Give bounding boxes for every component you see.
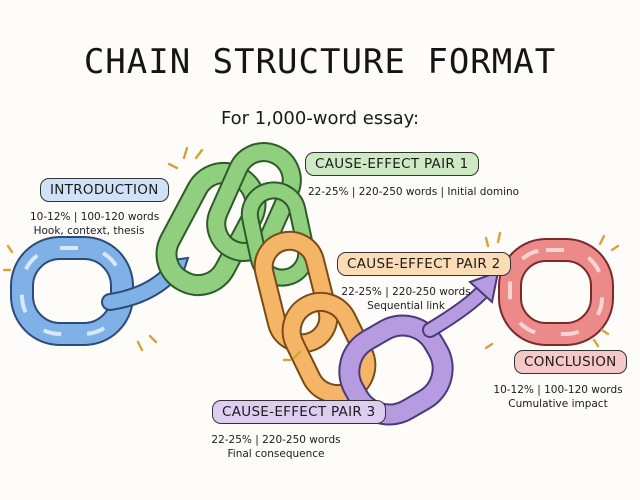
pair1-stats: 22-25% | 220-250 words | Initial domino bbox=[308, 186, 520, 198]
conclusion-link bbox=[498, 238, 614, 346]
pair3-arrow bbox=[422, 270, 500, 338]
conclusion-label: CONCLUSION bbox=[514, 350, 627, 374]
pair2-stats: 22-25% | 220-250 words bbox=[341, 286, 471, 298]
pair1-label: CAUSE-EFFECT PAIR 1 bbox=[305, 152, 479, 176]
introduction-stats: 10-12% | 100-120 words bbox=[30, 211, 160, 223]
pair3-stats: 22-25% | 220-250 words bbox=[211, 434, 341, 446]
diagram-subtitle: For 1,000-word essay: bbox=[220, 108, 420, 129]
conclusion-note: Cumulative impact bbox=[508, 398, 608, 410]
introduction-description: 10-12% | 100-120 words Hook, context, th… bbox=[30, 210, 160, 238]
diagram-title: CHAIN STRUCTURE FORMAT bbox=[83, 42, 557, 82]
pair1-links bbox=[155, 142, 316, 297]
conclusion-description: 10-12% | 100-120 words Cumulative impact bbox=[490, 383, 626, 411]
pair2-note: Sequential link bbox=[367, 300, 445, 312]
pair3-link bbox=[338, 314, 454, 426]
introduction-link bbox=[10, 236, 134, 346]
introduction-label: INTRODUCTION bbox=[40, 178, 169, 202]
motion-ticks bbox=[2, 146, 620, 362]
introduction-note: Hook, context, thesis bbox=[33, 225, 145, 237]
conclusion-stats: 10-12% | 100-120 words bbox=[493, 384, 623, 396]
pair2-description: 22-25% | 220-250 words Sequential link bbox=[340, 285, 472, 313]
pair3-description: 22-25% | 220-250 words Final consequence bbox=[210, 433, 342, 461]
pair3-note: Final consequence bbox=[227, 448, 325, 460]
pair1-description: 22-25% | 220-250 words | Initial domino bbox=[308, 185, 520, 199]
pair2-label: CAUSE-EFFECT PAIR 2 bbox=[337, 252, 511, 276]
pair3-label: CAUSE-EFFECT PAIR 3 bbox=[212, 400, 386, 424]
